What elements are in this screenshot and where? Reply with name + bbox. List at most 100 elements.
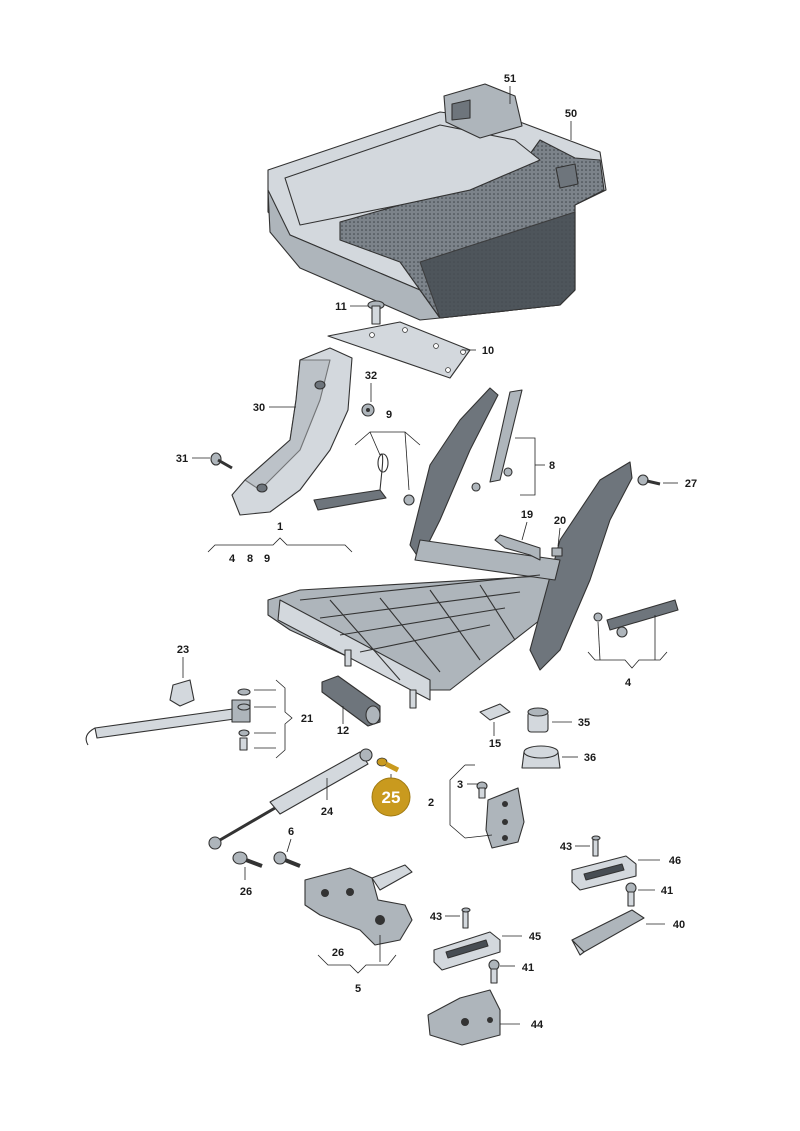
bushing-35: [527, 707, 549, 733]
svg-text:23: 23: [177, 644, 189, 656]
label-43-lower: 43: [430, 911, 460, 923]
svg-text:31: 31: [176, 453, 188, 465]
highlight-25-badge[interactable]: 25: [371, 777, 411, 817]
label-12: 12: [337, 706, 349, 737]
label-36: 36: [562, 752, 596, 764]
svg-text:41: 41: [661, 885, 673, 897]
highlight-circle: [371, 777, 411, 817]
rod-21: [85, 688, 251, 751]
svg-text:35: 35: [578, 717, 590, 729]
cap-36: [521, 745, 561, 769]
svg-text:46: 46: [669, 855, 681, 867]
screw-20: [551, 547, 563, 557]
label-45: 45: [502, 931, 541, 943]
svg-text:2: 2: [428, 797, 434, 809]
clip-43-upper: [591, 835, 601, 857]
svg-text:44: 44: [531, 1019, 544, 1031]
tube-12: [321, 675, 381, 727]
svg-text:5: 5: [355, 983, 361, 995]
svg-text:4: 4: [229, 553, 236, 565]
svg-text:20: 20: [554, 515, 566, 527]
label-11: 11: [335, 301, 368, 313]
svg-text:43: 43: [560, 841, 572, 853]
label-35: 35: [552, 717, 590, 729]
svg-text:25: 25: [382, 788, 401, 807]
side-trim-30: [231, 347, 353, 516]
handle-19: [494, 534, 541, 561]
label-23: 23: [177, 644, 189, 678]
label-50: 50: [565, 108, 577, 140]
screw-11: [367, 300, 385, 325]
svg-text:21: 21: [301, 713, 313, 725]
label-43-upper: 43: [560, 841, 590, 853]
svg-text:50: 50: [565, 108, 577, 120]
svg-text:36: 36: [584, 752, 596, 764]
label-19: 19: [521, 509, 533, 541]
svg-text:8: 8: [549, 460, 555, 472]
svg-text:27: 27: [685, 478, 697, 490]
bracket-2: [485, 787, 525, 849]
label-10: 10: [462, 345, 494, 357]
svg-text:41: 41: [522, 962, 534, 974]
label-21-bracket: 21: [254, 679, 313, 759]
svg-text:10: 10: [482, 345, 494, 357]
svg-text:11: 11: [335, 301, 347, 313]
label-41-lower: 41: [500, 962, 534, 974]
cover-46: [571, 855, 637, 891]
spring-pin-25: [376, 757, 400, 780]
label-41-upper: 41: [638, 885, 673, 897]
svg-text:24: 24: [321, 806, 334, 818]
svg-text:9: 9: [386, 409, 392, 421]
strap-4: [593, 599, 679, 638]
bolt-26: [232, 851, 263, 868]
label-15: 15: [489, 722, 501, 750]
seat-cushion: [267, 83, 607, 321]
plate-10: [327, 321, 471, 379]
label-46: 46: [638, 855, 681, 867]
bolt-6: [273, 851, 301, 868]
cover-45: [433, 931, 501, 971]
label-20: 20: [554, 515, 566, 547]
svg-text:1: 1: [277, 521, 283, 533]
svg-text:26: 26: [332, 947, 344, 959]
label-32: 32: [365, 370, 377, 402]
label-27: 27: [663, 478, 697, 490]
svg-text:19: 19: [521, 509, 533, 521]
svg-text:6: 6: [288, 826, 294, 838]
label-24: 24: [321, 778, 334, 818]
svg-text:12: 12: [337, 725, 349, 737]
cap-23: [169, 679, 195, 707]
label-31: 31: [176, 453, 210, 465]
svg-text:26: 26: [240, 886, 252, 898]
bracket-44: [427, 989, 501, 1046]
label-6: 6: [286, 826, 294, 853]
label-30: 30: [253, 402, 296, 414]
label-26-left: 26: [240, 867, 252, 898]
svg-text:32: 32: [365, 370, 377, 382]
gas-strut-24: [208, 748, 373, 850]
hinge-assembly-5: [304, 864, 413, 946]
svg-text:9: 9: [264, 553, 270, 565]
svg-text:43: 43: [430, 911, 442, 923]
label-2-bracket: 2: [428, 764, 493, 839]
svg-text:3: 3: [457, 779, 463, 791]
label-1-bracket: 1 4 8 9: [207, 521, 353, 565]
screw-41-lower: [488, 959, 500, 984]
label-5-bracket: 26 5: [317, 935, 397, 995]
svg-text:30: 30: [253, 402, 265, 414]
pad-15: [479, 703, 511, 721]
seat-frame-1: [267, 387, 633, 709]
rail-40: [571, 909, 645, 956]
screw-27: [637, 474, 661, 486]
screw-3: [476, 781, 488, 799]
svg-text:40: 40: [673, 919, 685, 931]
clip-32: [361, 403, 375, 417]
svg-text:51: 51: [504, 73, 516, 85]
strap-9: [313, 453, 415, 511]
label-40: 40: [646, 919, 685, 931]
lever-strap-8: [471, 389, 523, 492]
screw-31: [210, 452, 233, 470]
svg-text:45: 45: [529, 931, 541, 943]
label-51: 51: [504, 73, 516, 104]
